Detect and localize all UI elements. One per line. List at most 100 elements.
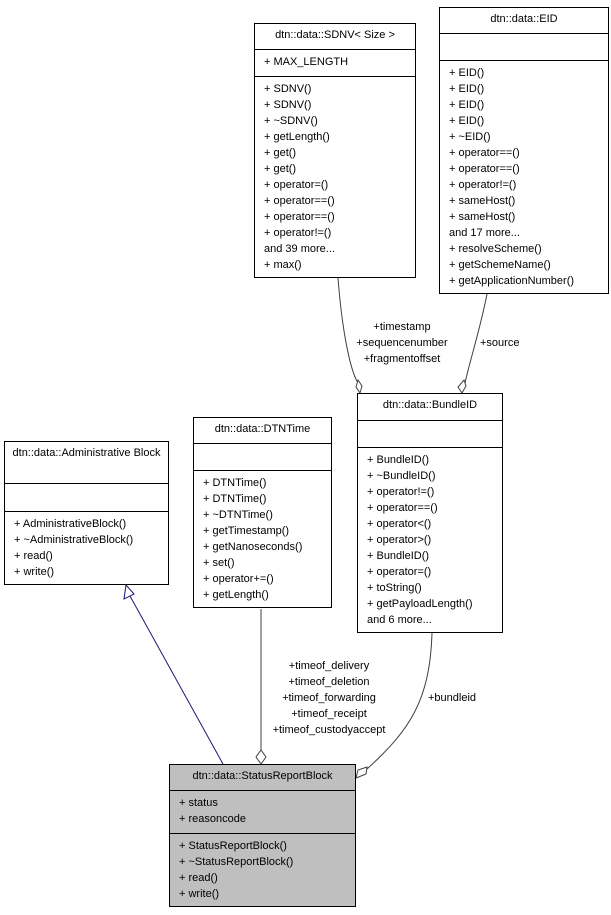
method-item[interactable]: + ~StatusReportBlock() (179, 856, 294, 868)
method-item[interactable]: + StatusReportBlock() (179, 840, 287, 852)
inheritance-arrow-icon (123, 583, 135, 600)
method-item[interactable]: + toString() (367, 582, 422, 594)
class-methods: + StatusReportBlock() + ~StatusReportBloc… (170, 834, 355, 906)
class-title[interactable]: dtn::data::Administrative Block (5, 442, 168, 484)
class-attributes (194, 444, 331, 471)
method-item[interactable]: + get() (264, 147, 297, 159)
edge-sdnv-bundleid (337, 277, 359, 384)
method-item[interactable]: + operator>() (367, 534, 432, 546)
edge-label: +timeof_custodyaccept (272, 724, 386, 736)
class-box-admin[interactable]: dtn::data::Administrative Block+ Adminis… (4, 441, 169, 585)
method-item[interactable]: + ~BundleID() (367, 470, 436, 482)
method-item[interactable]: + SDNV() (264, 99, 312, 111)
edge-eid-bundleid (464, 293, 488, 384)
method-item[interactable]: + operator!=() (264, 227, 332, 239)
edge-label-dtntime-statusreport: +timeof_delivery +timeof_deletion +timeo… (259, 658, 399, 738)
method-item[interactable]: + ~SDNV() (264, 115, 318, 127)
edge-label: +timestamp (373, 321, 431, 333)
method-item[interactable]: + getApplicationNumber() (449, 275, 575, 287)
method-item[interactable]: + operator==() (264, 195, 335, 207)
method-item[interactable]: + max() (264, 259, 302, 271)
aggregation-diamond-icon (355, 766, 368, 779)
edge-label-eid-bundleid: +source (480, 335, 519, 351)
method-item[interactable]: + get() (264, 163, 297, 175)
method-item[interactable]: + SDNV() (264, 83, 312, 95)
class-methods: + SDNV() + SDNV() + ~SDNV() + getLength() + … (255, 77, 415, 277)
edge-bundleid-statusreport (366, 632, 433, 770)
method-item[interactable]: and 17 more... (449, 227, 520, 239)
method-item[interactable]: + DTNTime() (203, 477, 267, 489)
method-item[interactable]: + read() (179, 872, 218, 884)
attribute-item[interactable]: + reasoncode (179, 813, 246, 825)
class-methods: + AdministrativeBlock() + ~Administrative… (5, 512, 168, 584)
method-item[interactable]: + EID() (449, 83, 485, 95)
class-title[interactable]: dtn::data::BundleID (358, 394, 502, 421)
class-box-statusreport[interactable]: dtn::data::StatusReportBlock+ status+ re… (169, 764, 356, 907)
method-item[interactable]: + ~EID() (449, 131, 491, 143)
method-item[interactable]: + getNanoseconds() (203, 541, 303, 553)
method-item[interactable]: + getSchemeName() (449, 259, 551, 271)
method-item[interactable]: + read() (14, 550, 53, 562)
edge-label: +timeof_delivery (288, 660, 370, 672)
method-item[interactable]: + operator=() (367, 566, 432, 578)
edge-admin-statusreport (129, 595, 224, 765)
class-box-sdnv[interactable]: dtn::data::SDNV< Size >+ MAX_LENGTH+ SDN… (254, 23, 416, 278)
method-item[interactable]: + EID() (449, 115, 485, 127)
aggregation-diamond-icon (255, 749, 267, 765)
edge-label: +bundleid (428, 692, 477, 704)
method-item[interactable]: + ~AdministrativeBlock() (14, 534, 134, 546)
method-item[interactable]: + write() (179, 888, 220, 900)
class-attributes (358, 421, 502, 448)
method-item[interactable]: + set() (203, 557, 235, 569)
method-item[interactable]: + getLength() (264, 131, 330, 143)
method-item[interactable]: + getTimestamp() (203, 525, 290, 537)
class-attributes (440, 34, 608, 61)
class-title[interactable]: dtn::data::DTNTime (194, 418, 331, 444)
edge-label-bundleid-statusreport: +bundleid (428, 690, 476, 706)
method-item[interactable]: + EID() (449, 99, 485, 111)
class-title[interactable]: dtn::data::EID (440, 8, 608, 34)
attribute-item[interactable]: + status (179, 797, 218, 809)
method-item[interactable]: + operator==() (449, 163, 520, 175)
method-item[interactable]: + getPayloadLength() (367, 598, 473, 610)
method-item[interactable]: + operator<() (367, 518, 432, 530)
class-box-dtntime[interactable]: dtn::data::DTNTime+ DTNTime()+ DTNTime()… (193, 417, 332, 608)
method-item[interactable]: + operator==() (449, 147, 520, 159)
method-item[interactable]: and 39 more... (264, 243, 335, 255)
method-item[interactable]: + BundleID() (367, 550, 430, 562)
method-item[interactable]: + sameHost() (449, 211, 516, 223)
edge-label: +fragmentoffset (363, 353, 441, 365)
method-item[interactable]: + resolveScheme() (449, 243, 542, 255)
edge-label: +source (480, 337, 520, 349)
class-methods: + DTNTime() + DTNTime() + ~DTNTime() + getT… (194, 471, 331, 607)
method-item[interactable]: + EID() (449, 67, 485, 79)
attribute-item[interactable]: + MAX_LENGTH (264, 56, 349, 68)
method-item[interactable]: + DTNTime() (203, 493, 267, 505)
class-box-eid[interactable]: dtn::data::EID+ EID()+ EID()+ EID()+ EID… (439, 7, 609, 294)
method-item[interactable]: + operator!=() (449, 179, 517, 191)
class-box-bundleid[interactable]: dtn::data::BundleID+ BundleID()+ ~Bundle… (357, 393, 503, 633)
aggregation-diamond-icon (457, 379, 467, 394)
method-item[interactable]: + operator==() (367, 502, 438, 514)
class-attributes (5, 484, 168, 512)
method-item[interactable]: + getLength() (203, 589, 269, 601)
method-item[interactable]: + operator!=() (367, 486, 435, 498)
method-item[interactable]: + operator==() (264, 211, 335, 223)
class-title[interactable]: dtn::data::StatusReportBlock (170, 765, 355, 791)
method-item[interactable]: + sameHost() (449, 195, 516, 207)
method-item[interactable]: + AdministrativeBlock() (14, 518, 127, 530)
method-item[interactable]: + BundleID() (367, 454, 430, 466)
method-item[interactable]: + ~DTNTime() (203, 509, 273, 521)
edge-label: +sequencenumber (356, 337, 448, 349)
class-attributes: + status + reasoncode (170, 791, 355, 834)
class-attributes: + MAX_LENGTH (255, 50, 415, 77)
edge-label-sdnv-bundleid: +timestamp +sequencenumber +fragmentoffs… (350, 319, 454, 367)
method-item[interactable]: + operator+=() (203, 573, 274, 585)
method-item[interactable]: and 6 more... (367, 614, 432, 626)
edge-label: +timeof_receipt (291, 708, 367, 720)
class-title[interactable]: dtn::data::SDNV< Size > (255, 24, 415, 50)
method-item[interactable]: + operator=() (264, 179, 329, 191)
aggregation-diamond-icon (355, 378, 363, 395)
method-item[interactable]: + write() (14, 566, 55, 578)
